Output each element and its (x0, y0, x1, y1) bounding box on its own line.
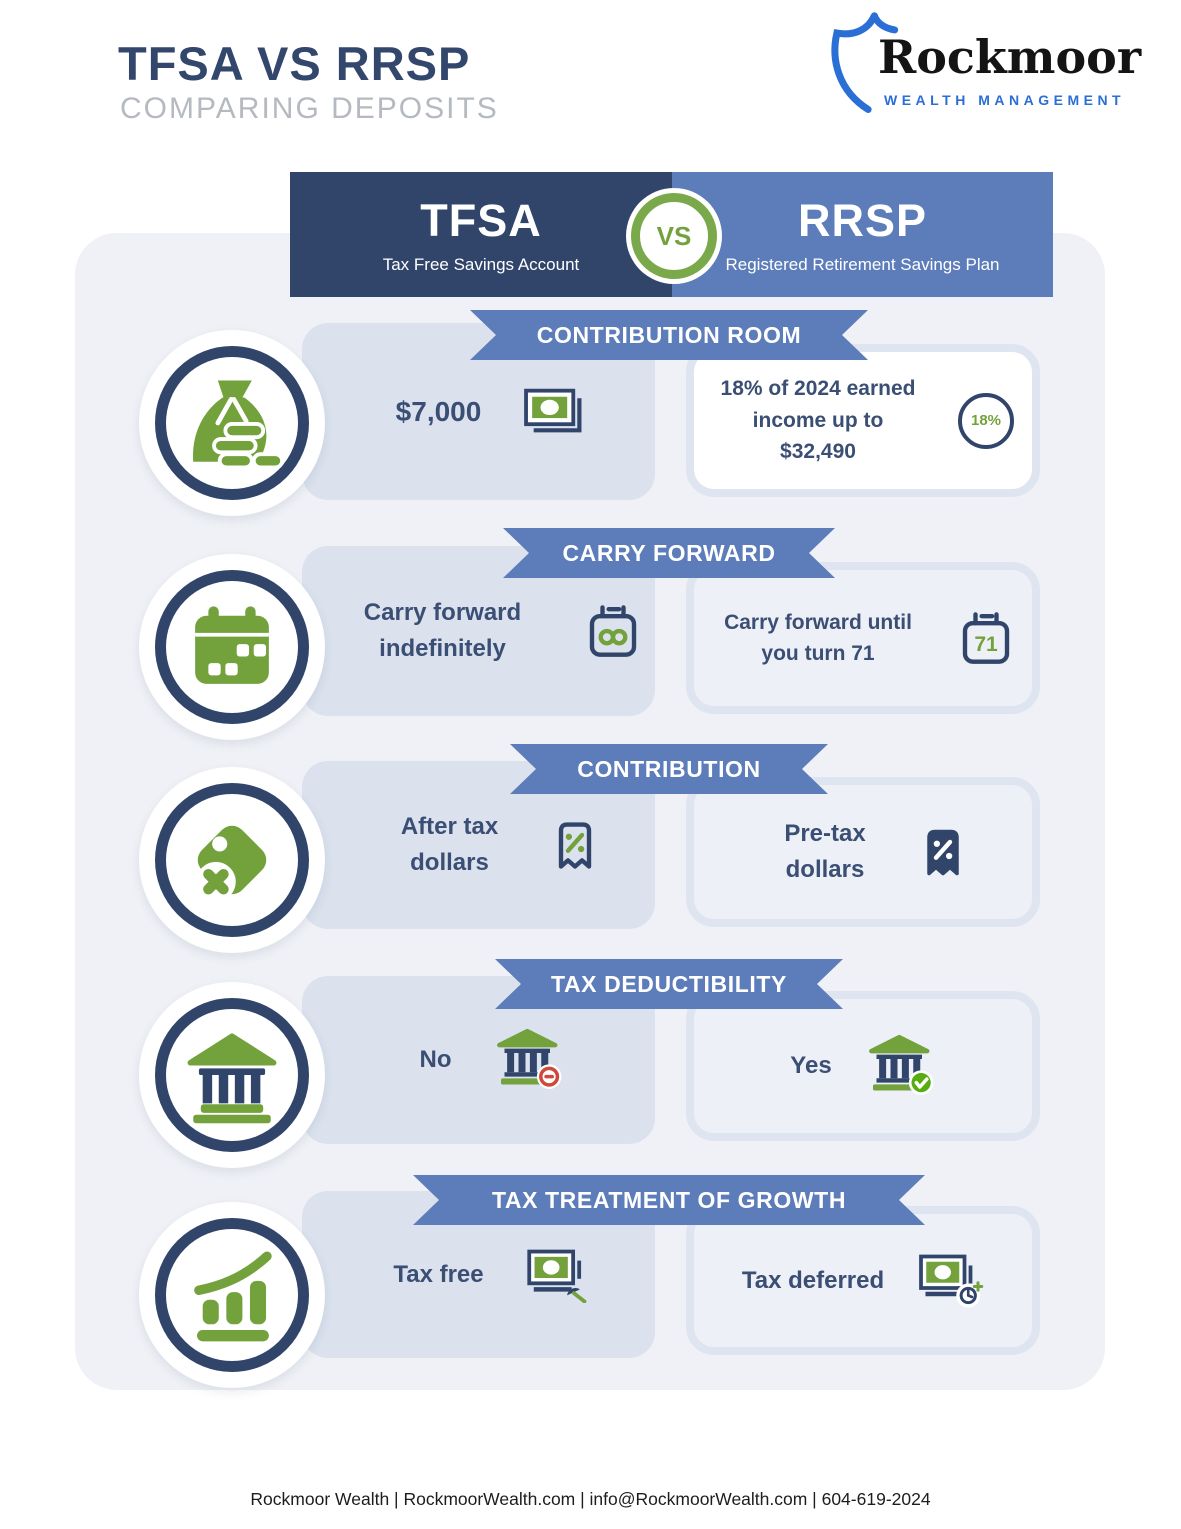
rrsp-value: Tax deferred (741, 1266, 885, 1294)
tfsa-value: Tax free (393, 1260, 484, 1288)
tfsa-value: After tax dollars (400, 813, 499, 876)
banner-label: CARRY FORWARD (562, 539, 776, 566)
circle-ring (155, 1218, 309, 1372)
receipt-percent-solid-icon (926, 829, 959, 875)
feature-circle-tax-deductibility (139, 982, 325, 1168)
percent-circle-icon: 18% (958, 392, 1014, 449)
circle-ring (155, 783, 309, 937)
rrsp-title: RRSP (797, 194, 928, 246)
banner-label: CONTRIBUTION (577, 755, 761, 782)
rrsp-subtitle: Registered Retirement Savings Plan (725, 254, 1000, 274)
banner-label: TAX DEDUCTIBILITY (551, 970, 787, 997)
rrsp-value: Pre-tax dollars (784, 820, 866, 883)
rrsp-card-tax-treatment: Tax deferred (686, 1206, 1040, 1355)
bank-denied-icon (496, 1028, 561, 1089)
rrsp-card-contribution: Pre-tax dollars (686, 777, 1040, 927)
banner-contribution: CONTRIBUTION (510, 744, 828, 794)
logo-text: Rockmoor (878, 30, 1142, 84)
versus-header: TFSA Tax Free Savings Account RRSP Regis… (290, 172, 1053, 297)
circle-ring (155, 998, 309, 1152)
rrsp-value: 18% of 2024 earned income up to $32,490 (720, 377, 916, 464)
footer-text: Rockmoor Wealth | RockmoorWealth.com | i… (250, 1489, 931, 1509)
feature-circle-contribution-room (139, 330, 325, 516)
rrsp-header-panel: RRSP Registered Retirement Savings Plan (672, 172, 1053, 297)
feature-circle-carry-forward (139, 554, 325, 740)
banner-carry-forward: CARRY FORWARD (503, 528, 835, 578)
brand-logo: Rockmoor WEALTH MANAGEMENT (826, 8, 1146, 113)
tfsa-header-panel: TFSA Tax Free Savings Account (290, 172, 672, 297)
receipt-percent-outline-icon (558, 821, 592, 869)
circle-ring (155, 570, 309, 724)
rrsp-value: Yes (790, 1052, 832, 1079)
vs-badge: VS (631, 193, 717, 279)
percent-badge-label: 18% (970, 412, 1002, 429)
page-subtitle: COMPARING DEPOSITS (120, 92, 499, 125)
banner-tax-treatment: TAX TREATMENT OF GROWTH (413, 1175, 925, 1225)
bank-approved-icon (868, 1034, 934, 1095)
calendar-icon (195, 606, 269, 684)
calendar-number-label: 71 (974, 633, 998, 656)
banner-tax-deductibility: TAX DEDUCTIBILITY (495, 959, 843, 1009)
growth-chart-icon (194, 1251, 272, 1342)
shield-icon (831, 12, 899, 113)
money-magnifier-icon (526, 1249, 587, 1303)
tfsa-value: Carry forward indefinitely (363, 599, 522, 662)
banner-label: TAX TREATMENT OF GROWTH (491, 1186, 847, 1213)
tfsa-value: No (419, 1046, 452, 1073)
rrsp-card-tax-deductibility: Yes (686, 991, 1040, 1141)
logo-tagline: WEALTH MANAGEMENT (884, 92, 1126, 108)
banner-contribution-room: CONTRIBUTION ROOM (470, 310, 868, 360)
money-stack-icon (524, 388, 582, 432)
feature-circle-contribution (139, 767, 325, 953)
page-title: TFSA VS RRSP (118, 37, 471, 90)
vs-label: VS (656, 220, 692, 251)
tfsa-subtitle: Tax Free Savings Account (382, 254, 580, 274)
rrsp-card-carry-forward: Carry forward until you turn 71 71 (686, 562, 1040, 714)
feature-circle-growth (139, 1202, 325, 1388)
tfsa-value: $7,000 (395, 395, 482, 427)
circle-ring (155, 346, 309, 500)
bank-icon (187, 1033, 277, 1124)
calendar-71-icon: 71 (962, 612, 1010, 664)
rrsp-value: Carry forward until you turn 71 (724, 610, 912, 666)
calendar-infinity-icon (589, 605, 636, 657)
money-bag-icon (193, 380, 284, 470)
banner-label: CONTRIBUTION ROOM (536, 321, 802, 348)
money-clock-icon (919, 1254, 984, 1308)
price-tag-x-icon (196, 825, 267, 902)
rrsp-card-contribution-room: 18% of 2024 earned income up to $32,490 … (686, 344, 1040, 497)
tfsa-title: TFSA (420, 194, 542, 246)
